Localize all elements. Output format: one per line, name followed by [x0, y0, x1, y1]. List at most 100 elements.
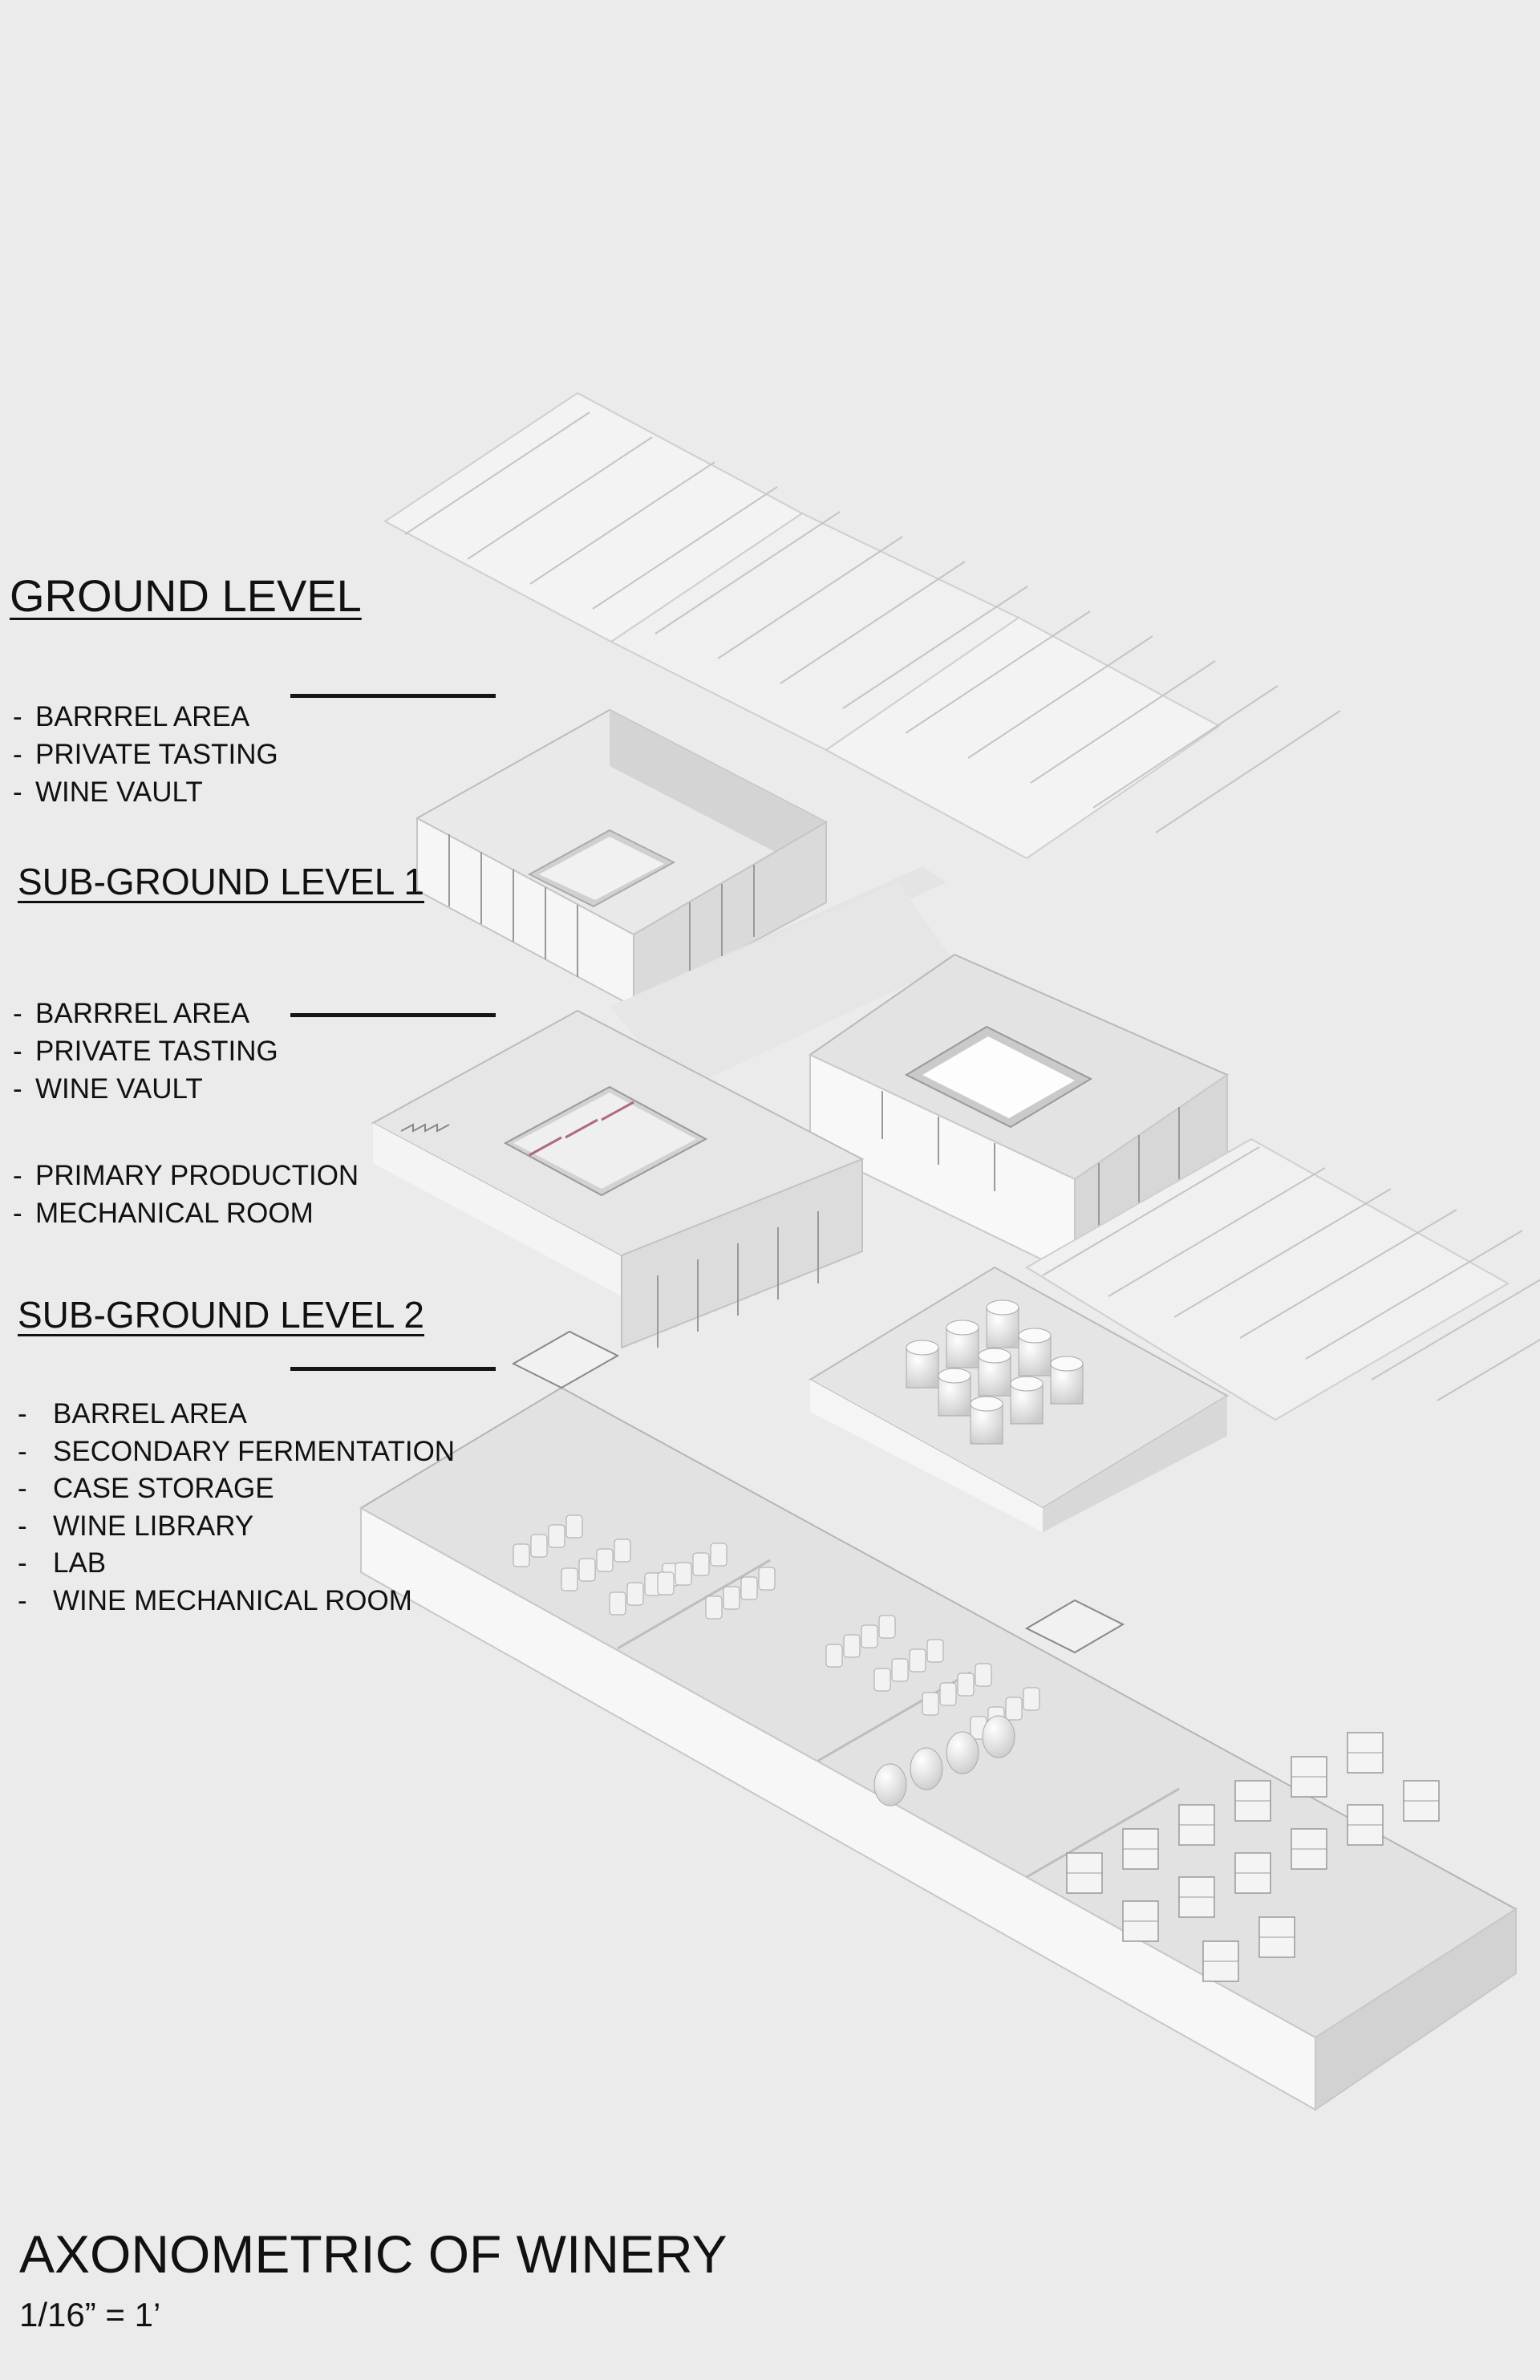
- barrel-rack: [873, 1668, 891, 1692]
- list-item: -WINE MECHANICAL ROOM: [18, 1584, 412, 1616]
- barrel-rack: [1023, 1687, 1040, 1711]
- concrete-egg-vessel: [910, 1747, 943, 1790]
- stair-tower-icon: [511, 1330, 1125, 1654]
- fermentation-tank-top: [1018, 1328, 1052, 1344]
- roof-ridge: [780, 561, 966, 684]
- barrel-rack: [548, 1524, 565, 1548]
- list-item: -PRIVATE TASTING: [13, 739, 278, 770]
- concrete-egg-vessel: [982, 1715, 1015, 1758]
- list-item: -WINE LIBRARY: [18, 1510, 254, 1542]
- list-item: -WINE VAULT: [13, 1073, 203, 1105]
- roof-ridge: [1173, 1188, 1392, 1318]
- list-item: -LAB: [18, 1547, 107, 1579]
- roof-ridge: [842, 586, 1028, 709]
- plaza-slab: [610, 882, 954, 1091]
- barrel-rack: [878, 1615, 896, 1639]
- sub-ground-level-1-program-list-b: -PRIMARY PRODUCTION -MECHANICAL ROOM: [13, 1157, 359, 1232]
- fermentation-tank-top: [906, 1340, 939, 1356]
- sub-ground-level-2-program-list: -BARREL AREA -SECONDARY FERMENTATION -CA…: [18, 1396, 455, 1620]
- fermentation-tank-room: [808, 1266, 1229, 1532]
- roof-ridge: [1108, 1167, 1326, 1297]
- roof-ridge: [717, 536, 903, 659]
- list-item: -PRIVATE TASTING: [13, 1036, 278, 1067]
- barrel-rack: [723, 1586, 740, 1610]
- roof-canopy-lower: [1025, 1137, 1540, 1421]
- barrel-rack: [710, 1543, 727, 1567]
- list-item: -BARREL AREA: [18, 1398, 247, 1429]
- barrel-rack: [861, 1624, 878, 1648]
- roof-ridge: [529, 461, 715, 585]
- sub-ground-2-cellar: [359, 1330, 1518, 2111]
- barrel-rack: [825, 1644, 843, 1668]
- fermentation-tank-top: [1050, 1356, 1084, 1372]
- barrel-rack: [609, 1591, 626, 1616]
- roof-ridge: [1042, 1146, 1260, 1276]
- roof-ridge: [1092, 685, 1279, 809]
- sub-ground-level-1-program-list: -BARRREL AREA -PRIVATE TASTING -WINE VAU…: [13, 995, 278, 1108]
- roof-ridge: [905, 610, 1091, 734]
- roof-ridge: [1437, 1338, 1540, 1401]
- barrel-rack: [657, 1571, 675, 1595]
- barrel-rack: [705, 1595, 723, 1620]
- roof-ridge: [1305, 1230, 1523, 1360]
- roof-ridge: [1371, 1279, 1540, 1381]
- ground-level-program-list: -BARRREL AREA -PRIVATE TASTING -WINE VAU…: [13, 698, 278, 811]
- list-item: -SECONDARY FERMENTATION: [18, 1435, 456, 1467]
- stair-icon: [400, 1123, 450, 1133]
- barrel-rack: [891, 1658, 909, 1682]
- drawing-scale: 1/16” = 1’: [19, 2296, 161, 2333]
- barrel-rack: [675, 1562, 692, 1586]
- roof-ridge: [1030, 660, 1216, 784]
- leader-line: [290, 1013, 496, 1017]
- fermentation-tank-top: [970, 1396, 1003, 1412]
- drawing-title: AXONOMETRIC OF WINERY: [19, 2224, 727, 2284]
- list-item: -BARRREL AREA: [13, 701, 250, 732]
- list-item: -BARRREL AREA: [13, 998, 250, 1029]
- fermentation-tank-top: [1010, 1376, 1044, 1392]
- barrel-rack: [909, 1648, 926, 1672]
- fermentation-tank-top: [938, 1368, 971, 1384]
- barrel-rack: [513, 1543, 530, 1567]
- barrel-rack: [922, 1692, 939, 1716]
- concrete-egg-vessel: [946, 1731, 979, 1774]
- barrel-rack: [596, 1548, 614, 1572]
- roof-ridge: [967, 635, 1153, 759]
- roof-ridge: [467, 436, 653, 560]
- sub-ground-1-east-block: [808, 953, 1230, 1277]
- roof-ridge: [404, 412, 590, 535]
- list-item: -PRIMARY PRODUCTION: [13, 1160, 359, 1191]
- roof-ridge: [654, 511, 841, 635]
- list-item: -WINE VAULT: [13, 776, 203, 808]
- barrel-rack: [561, 1567, 578, 1591]
- barrel-rack: [843, 1634, 861, 1658]
- barrel-rack: [1005, 1697, 1023, 1721]
- leader-line: [290, 694, 496, 698]
- barrel-rack: [692, 1552, 710, 1576]
- list-item: -CASE STORAGE: [18, 1473, 274, 1504]
- ground-level-title: GROUND LEVEL: [10, 570, 362, 621]
- roof-canopy-upper: [383, 391, 1341, 860]
- sub-ground-level-2-title: SUB-GROUND LEVEL 2: [18, 1294, 424, 1336]
- barrel-rack: [758, 1567, 776, 1591]
- leader-line: [290, 1367, 496, 1371]
- fermentation-tank-top: [986, 1299, 1019, 1316]
- roof-ridge: [1239, 1209, 1457, 1339]
- fermentation-tank-top: [978, 1348, 1011, 1364]
- barrel-rack: [926, 1639, 944, 1663]
- roof-ridge: [1155, 710, 1341, 833]
- barrel-rack: [939, 1682, 957, 1706]
- barrel-rack: [957, 1672, 975, 1697]
- sub-ground-level-1-title: SUB-GROUND LEVEL 1: [18, 861, 424, 902]
- barrel-rack: [530, 1534, 548, 1558]
- barrel-rack: [614, 1539, 631, 1563]
- fermentation-tank: [1050, 1363, 1084, 1405]
- fermentation-tank-top: [946, 1320, 979, 1336]
- barrel-rack: [578, 1558, 596, 1582]
- sub-ground-1-west-block: [371, 1009, 865, 1349]
- barrel-rack: [740, 1576, 758, 1600]
- barrel-rack: [565, 1514, 583, 1539]
- list-item: -MECHANICAL ROOM: [13, 1198, 314, 1229]
- barrel-rack: [975, 1663, 992, 1687]
- roof-ridge: [592, 486, 778, 610]
